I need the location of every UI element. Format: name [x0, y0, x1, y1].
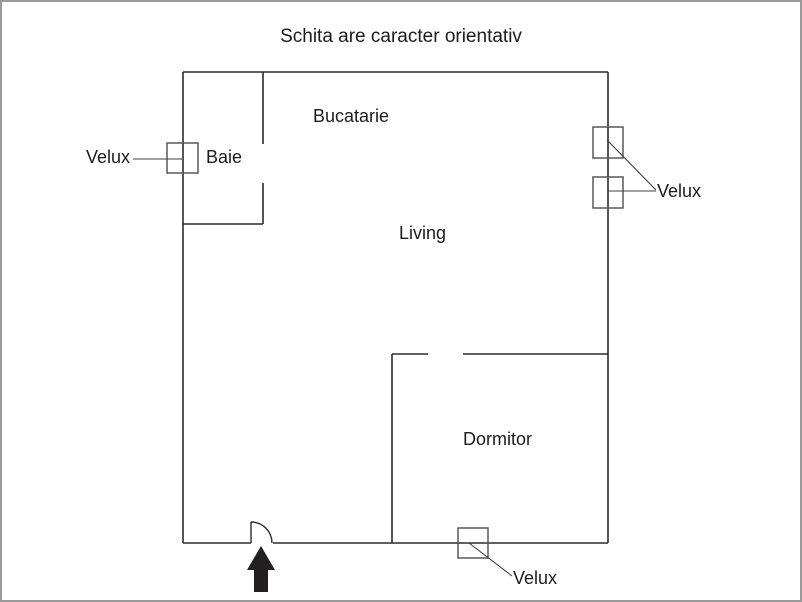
plan-title: Schita are caracter orientativ — [280, 26, 522, 47]
velux-label-bottom: Velux — [513, 568, 558, 588]
entrance-door — [250, 521, 273, 544]
room-label-dormitor: Dormitor — [463, 429, 533, 449]
dormitor-partition-wall — [391, 353, 608, 543]
velux-window-right-lower-icon — [592, 176, 624, 209]
velux-right-upper-leader-line — [606, 139, 657, 191]
velux-bottom-leader-line — [468, 542, 513, 577]
velux-label-left: Velux — [86, 147, 131, 167]
baie-partition-wall — [183, 72, 264, 225]
entrance-arrow-icon — [247, 546, 275, 592]
room-label-bucatarie: Bucatarie — [313, 106, 390, 126]
velux-label-right: Velux — [657, 181, 702, 201]
velux-window-right-upper-icon — [592, 126, 624, 159]
room-label-living: Living — [399, 223, 447, 243]
velux-window-left-icon — [166, 142, 199, 174]
entrance-door-swing-arc — [250, 521, 273, 544]
room-label-baie: Baie — [206, 147, 243, 167]
velux-window-bottom-icon — [457, 527, 489, 559]
